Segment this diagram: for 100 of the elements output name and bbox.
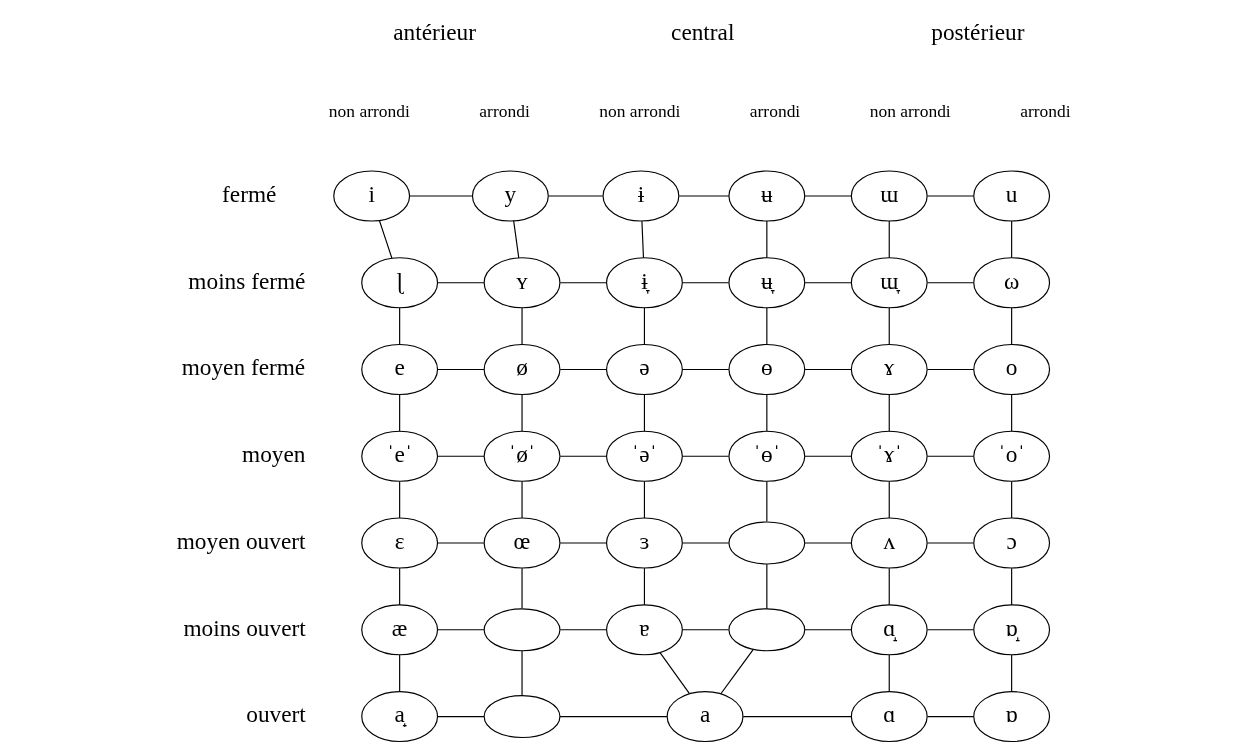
connector [926, 195, 974, 197]
connector [640, 220, 644, 259]
node-ellipse: œ [483, 517, 560, 569]
node-ellipse [483, 695, 560, 739]
node-ellipse: ʉ [727, 170, 805, 222]
connector [765, 307, 767, 346]
node-ellipse: ɒ [972, 691, 1050, 743]
connector [378, 219, 392, 259]
connector [1010, 480, 1012, 519]
node-ellipse: u [972, 170, 1050, 222]
node-ellipse: a̟ [360, 691, 438, 743]
connector [398, 654, 400, 693]
node-ellipse: ʏ [483, 257, 560, 309]
label: arrondi [1019, 101, 1071, 122]
connector [804, 195, 852, 197]
node-ellipse [727, 521, 805, 565]
connector [804, 282, 852, 284]
connector [804, 368, 852, 371]
node-ellipse: ɜ [605, 517, 683, 569]
connector [520, 650, 523, 697]
connector [681, 282, 729, 284]
node-ellipse: ˈeˈ [360, 430, 438, 482]
connector [643, 480, 645, 519]
connector [926, 455, 974, 457]
connector [678, 195, 729, 197]
connector [888, 394, 890, 432]
node-ellipse: a [666, 691, 744, 743]
connector [436, 542, 484, 544]
label: moyen [241, 441, 305, 468]
node-ellipse: ˈoˈ [972, 430, 1050, 482]
node-ellipse: ɨ [601, 170, 679, 222]
connector [926, 715, 974, 718]
connector [681, 368, 729, 371]
label: moins fermé [187, 267, 305, 294]
connector [512, 220, 519, 259]
connector [681, 455, 729, 457]
label: moins ouvert [182, 614, 306, 641]
connector [643, 307, 645, 346]
node-ellipse: ɯ̞ [850, 257, 928, 309]
node-ellipse: ʉ̞ [727, 257, 805, 309]
connector [888, 220, 890, 259]
connector [398, 307, 400, 346]
connector [520, 394, 523, 432]
connector [765, 480, 767, 523]
node-ellipse: ɯ [850, 170, 928, 222]
label: moyen fermé [181, 354, 305, 381]
connector [926, 542, 974, 544]
connector [547, 195, 603, 197]
label: non arrondi [869, 101, 951, 122]
node-ellipse: e [360, 343, 438, 396]
connector [888, 307, 890, 346]
connector [436, 282, 484, 284]
label: moyen ouvert [176, 527, 305, 554]
node-ellipse: ˈəˈ [605, 430, 683, 482]
connector [681, 542, 729, 544]
node-ellipse: i [332, 170, 410, 222]
connector [658, 652, 690, 694]
label: non arrondi [328, 101, 410, 122]
connector [765, 394, 767, 432]
connector [765, 563, 767, 610]
label: non arrondi [598, 101, 680, 122]
connector [559, 368, 607, 371]
connector [436, 455, 484, 457]
node-ellipse: ɒ̝ [972, 604, 1050, 656]
node-ellipse: ω [972, 257, 1050, 309]
node-ellipse: ɐ [605, 604, 683, 656]
connector [888, 480, 890, 519]
node-ellipse: æ [360, 604, 438, 656]
node-ellipse: ˈɤˈ [850, 430, 928, 482]
connector [520, 307, 523, 346]
connector [643, 394, 645, 432]
label: ouvert [245, 701, 306, 728]
connector [1010, 654, 1012, 693]
connector [559, 455, 607, 457]
node-ellipse: ə [605, 343, 683, 396]
node-ellipse: ɨ̞ [605, 257, 683, 309]
node-ellipse: y [471, 170, 549, 222]
connector [926, 282, 974, 284]
label: arrondi [478, 101, 530, 122]
label: arrondi [749, 101, 800, 122]
connector [398, 567, 400, 606]
connector [436, 368, 484, 371]
connector [681, 629, 729, 631]
node-ellipse: ˈɵˈ [727, 430, 805, 482]
connector [643, 567, 645, 606]
node-ellipse: o [972, 343, 1050, 396]
connector [398, 480, 400, 519]
connector [888, 567, 890, 606]
connector [559, 542, 607, 544]
connector [1010, 567, 1012, 606]
connector [1010, 307, 1012, 346]
node-ellipse: ɭ [360, 257, 438, 309]
node-ellipse: ɑ [850, 691, 928, 743]
connector [804, 629, 852, 631]
label: antérieur [392, 18, 476, 45]
connector [1010, 394, 1012, 432]
connector [408, 195, 473, 197]
node-ellipse: ˈøˈ [483, 430, 560, 482]
connector [436, 629, 484, 631]
connector [398, 394, 400, 432]
